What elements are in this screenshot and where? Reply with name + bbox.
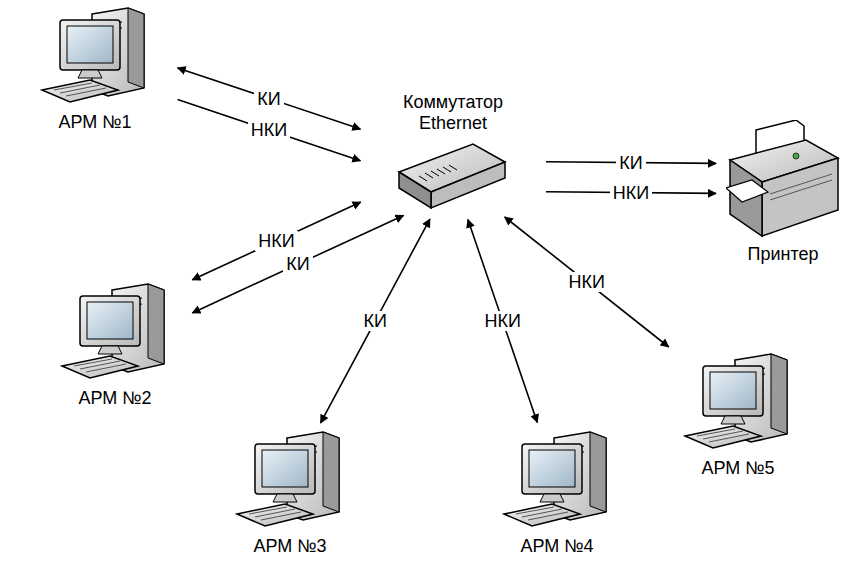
node-label: Принтер xyxy=(747,244,818,265)
link-label: КИ xyxy=(361,311,390,331)
link-label: КИ xyxy=(616,153,645,173)
network-node: Коммутатор Ethernet xyxy=(368,92,538,212)
node-label: Коммутатор Ethernet xyxy=(393,92,513,134)
link-label: НКИ xyxy=(481,311,523,331)
node-label: АРМ №1 xyxy=(58,112,131,133)
printer-icon xyxy=(726,120,840,238)
node-label: АРМ №5 xyxy=(701,458,774,479)
switch-icon xyxy=(397,140,509,212)
workstation-icon xyxy=(683,352,793,452)
network-node: АРМ №4 xyxy=(492,430,622,557)
link-label: НКИ xyxy=(565,272,607,292)
workstation-icon xyxy=(235,430,345,530)
network-node: АРМ №5 xyxy=(668,352,808,479)
network-node: Принтер xyxy=(724,120,842,265)
network-node: АРМ №3 xyxy=(225,430,355,557)
workstation-icon xyxy=(40,6,150,106)
link-label: НКИ xyxy=(610,183,652,203)
link-arrow xyxy=(321,219,430,423)
link-label: НКИ xyxy=(255,231,297,251)
node-label: АРМ №4 xyxy=(520,536,593,557)
network-node: АРМ №1 xyxy=(20,6,170,133)
node-label: АРМ №3 xyxy=(253,536,326,557)
link-arrow xyxy=(178,100,361,161)
link-arrow xyxy=(505,217,669,347)
workstation-icon xyxy=(502,430,612,530)
link-label: НКИ xyxy=(248,120,290,140)
network-node: АРМ №2 xyxy=(45,282,185,409)
link-arrow xyxy=(192,215,403,313)
link-arrow xyxy=(192,202,360,280)
node-label: АРМ №2 xyxy=(78,388,151,409)
link-label: КИ xyxy=(254,89,283,109)
link-arrow xyxy=(468,220,537,423)
link-label: КИ xyxy=(283,254,312,274)
workstation-icon xyxy=(60,282,170,382)
